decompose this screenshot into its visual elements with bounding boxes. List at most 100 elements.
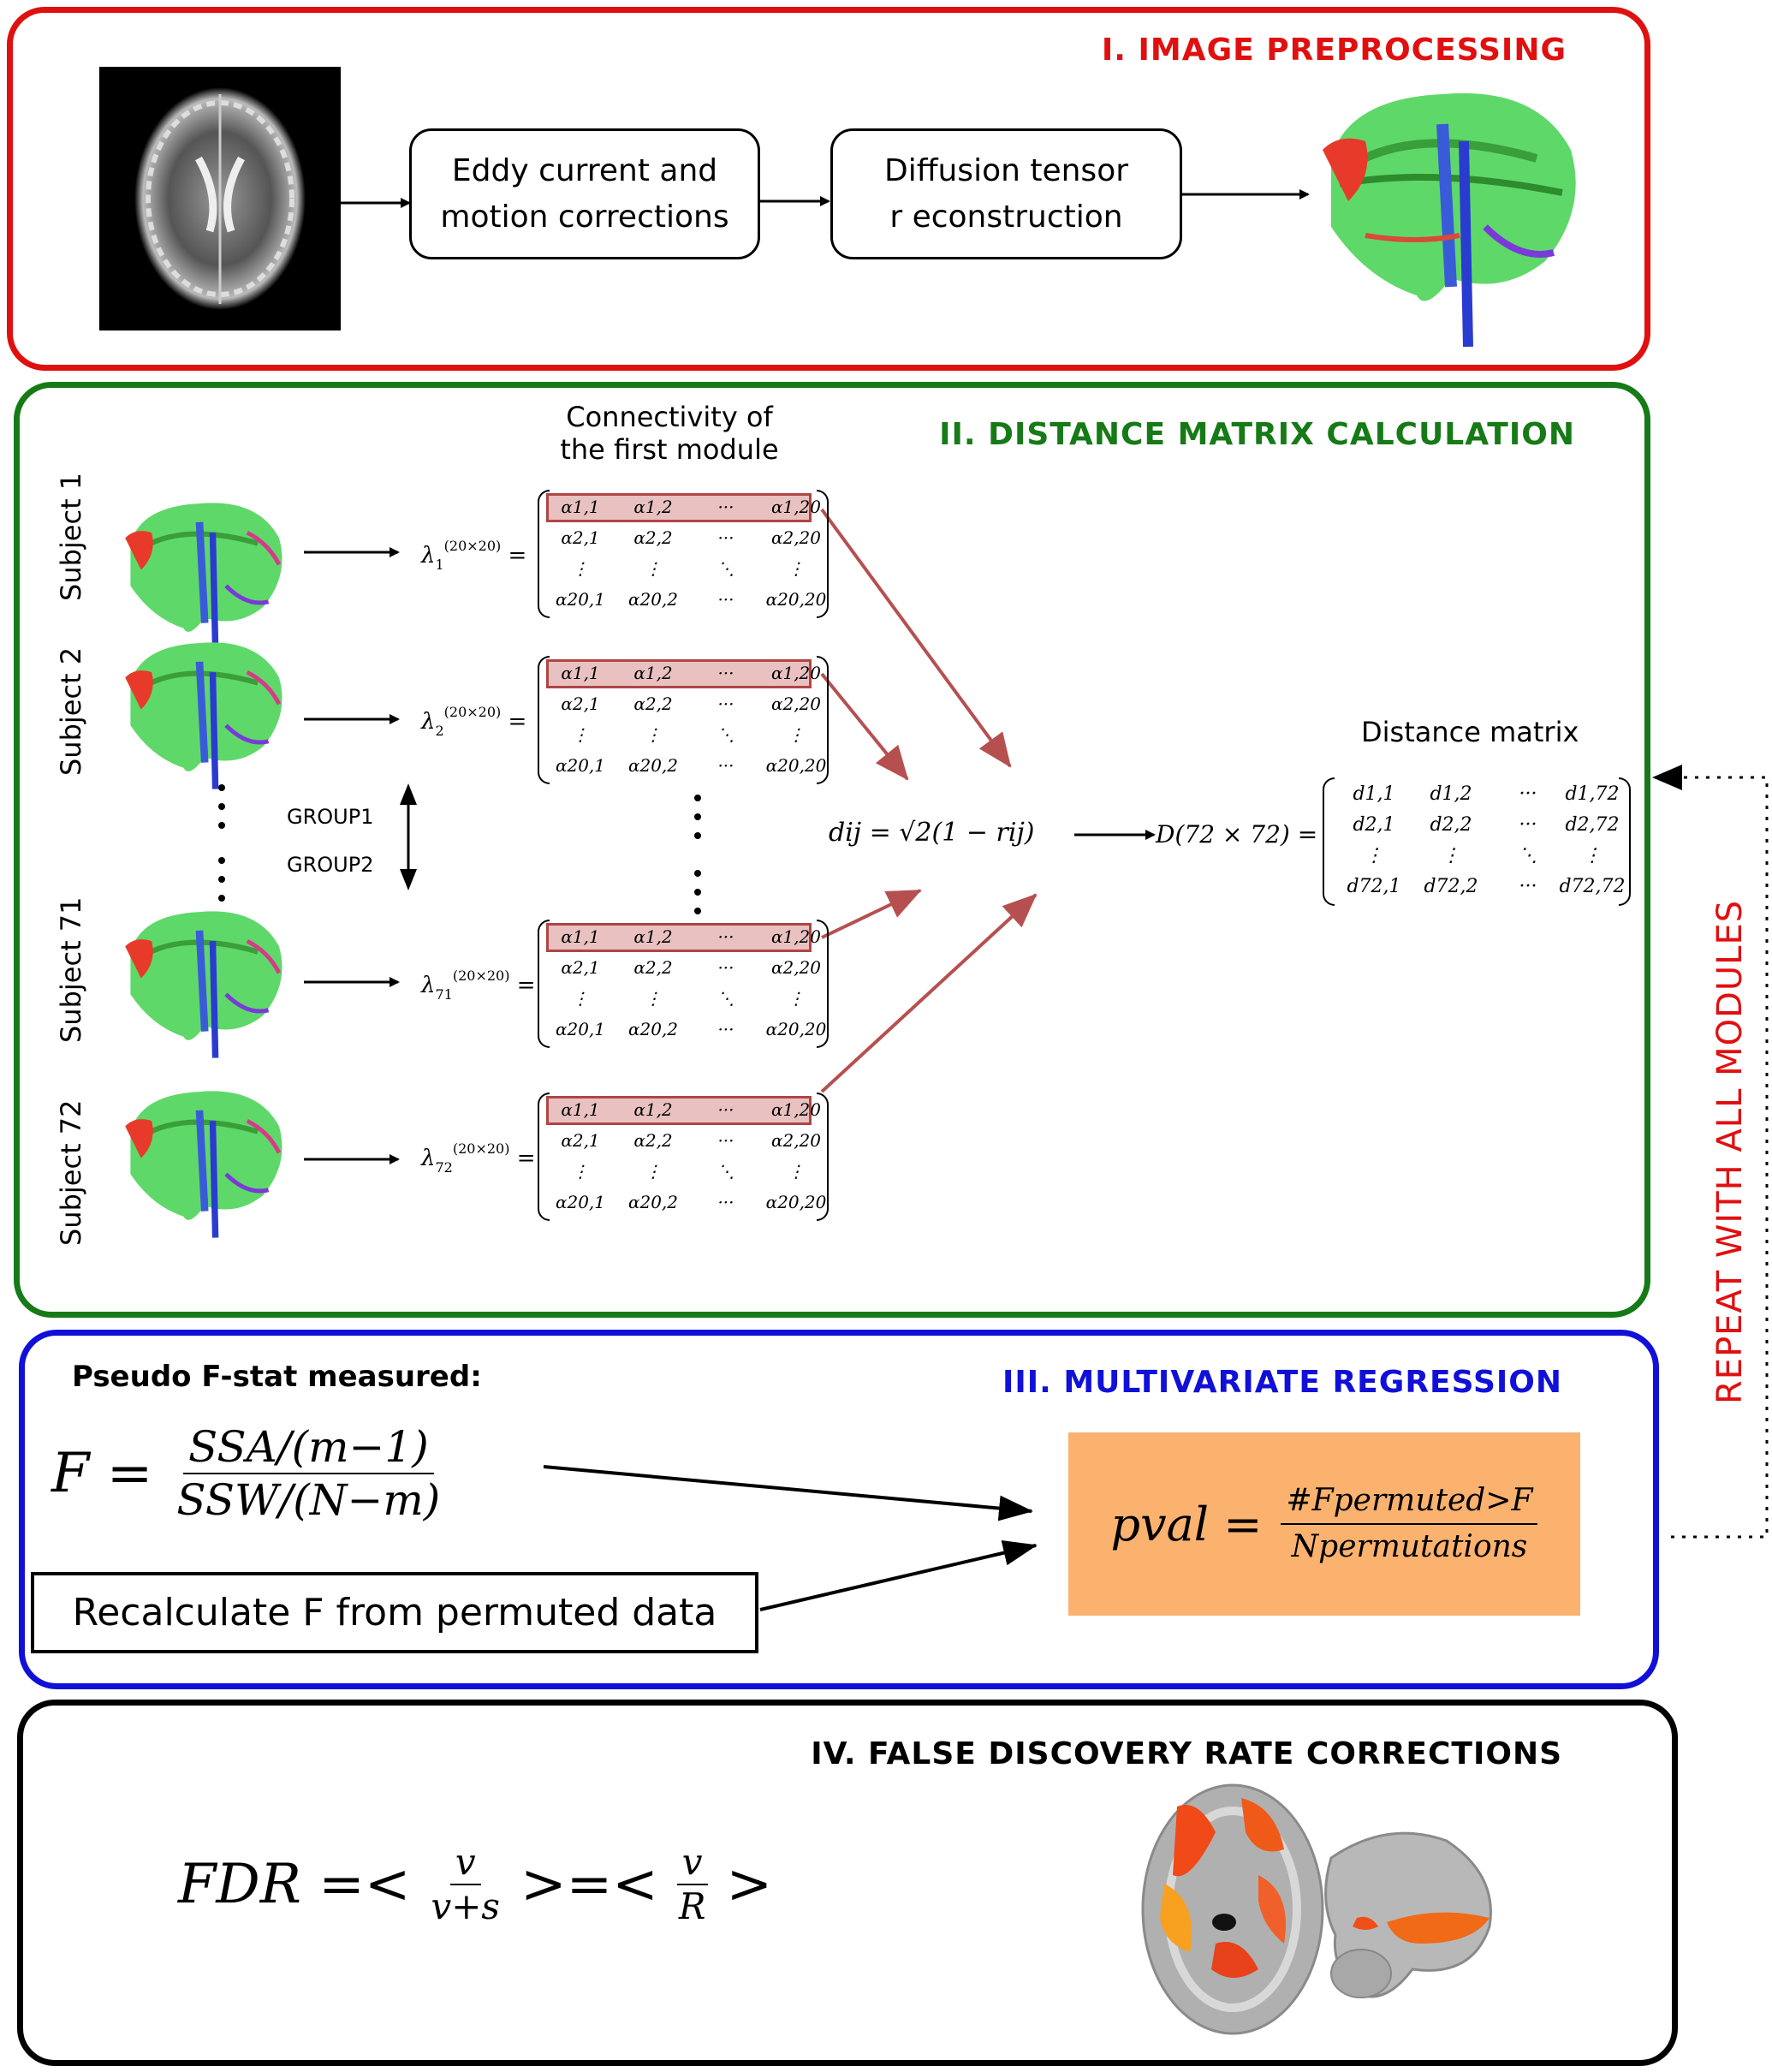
matrix-cell: α20,1 — [555, 1192, 606, 1212]
fdr-axial-brain — [1141, 1783, 1324, 2035]
subject-brain-images — [125, 503, 282, 1238]
matrix-cell: α2,20 — [770, 694, 822, 714]
matrix-cell: α20,20 — [765, 1019, 827, 1039]
matrix-cell: α20,2 — [627, 755, 679, 776]
section-fdr-corrections — [17, 1700, 1678, 2066]
section-image-preprocessing — [7, 7, 1650, 371]
distance-matrix-cell: d2,1 — [1353, 814, 1395, 836]
distance-matrix-cell: d72,72 — [1559, 876, 1626, 897]
tractography-brain-large — [1323, 92, 1576, 348]
matrix-cell: ⋮ — [572, 1161, 589, 1182]
matrix-cell: ⋮ — [572, 724, 589, 745]
mri-slice-image — [99, 67, 341, 330]
distance-matrix-cell: ⋱ — [1519, 845, 1537, 866]
lambda-subject72: λ72(20×20) = — [421, 1140, 536, 1176]
matrix-cell: α2,1 — [561, 694, 600, 714]
fdr-sagittal-brain — [1324, 1831, 1492, 1998]
matrix-cell: α1,20 — [770, 926, 822, 947]
first-row-highlight — [546, 659, 812, 688]
matrix-cell: ⋮ — [572, 558, 589, 579]
recalculate-f-box: Recalculate F from permuted data — [31, 1572, 758, 1653]
distance-matrix-cell: d72,2 — [1424, 876, 1478, 897]
matrix-cell: ⋱ — [717, 1161, 734, 1182]
matrix-cell: ⋮ — [788, 558, 805, 579]
matrix-cell: ⋮ — [572, 988, 589, 1009]
matrix-cell: α20,20 — [765, 755, 827, 776]
arrow-F-to-pval — [543, 1465, 1033, 1521]
fdr-formula: FDR =< v v+s >=< v R > — [178, 1841, 773, 1927]
matrix-cell: α20,2 — [627, 1019, 679, 1039]
eddy-box-line2: motion corrections — [440, 199, 729, 235]
matrix-cell: ⋱ — [717, 988, 734, 1009]
lambda-subject2: λ2(20×20) = — [421, 704, 527, 739]
matrix-cell: ··· — [717, 926, 734, 947]
matrix-cell: α1,1 — [561, 1099, 600, 1120]
distance-matrix-cell: d1,1 — [1353, 783, 1395, 805]
matrix-cell: α20,2 — [627, 589, 679, 610]
matrix-cell: α1,1 — [561, 926, 600, 947]
subject-1-label: Subject 1 — [55, 472, 87, 601]
repeat-loop-dotted — [1671, 776, 1769, 1539]
dij-formula: dij = √2(1 − rij) — [829, 818, 1035, 848]
distance-matrix-cell: ⋮ — [1365, 845, 1383, 866]
tensor-box-line2: r econstruction — [889, 199, 1123, 235]
matrix-cell: α20,1 — [555, 1019, 606, 1039]
connectivity-line2: the first module — [560, 433, 779, 466]
matrix-cell: ··· — [717, 1099, 734, 1120]
repeat-modules-label: REPEAT WITH ALL MODULES — [1710, 899, 1750, 1404]
matrix-cell: α1,1 — [561, 663, 600, 683]
red-arrow-s1 — [820, 508, 1012, 768]
matrix-cell: α1,1 — [561, 497, 600, 517]
matrix-cell: ··· — [717, 1019, 734, 1039]
arrow-recalc-to-pval — [759, 1540, 1038, 1611]
subject-brain-2 — [125, 642, 282, 789]
matrix-cell: ··· — [717, 957, 734, 978]
matrix-cell: α2,2 — [633, 957, 673, 978]
matrix-cell: α20,1 — [555, 755, 606, 776]
matrix-row: ⋮⋮⋱⋮ — [538, 719, 829, 750]
matrix-cell: α1,2 — [633, 497, 673, 517]
subject-72-label: Subject 72 — [55, 1099, 87, 1246]
matrix-cell: α2,1 — [561, 1130, 600, 1151]
connectivity-line1: Connectivity of — [566, 401, 773, 433]
matrix-cell: ⋮ — [645, 724, 662, 745]
pval-denominator: Npermutations — [1291, 1529, 1528, 1564]
distance-matrix-cell: ··· — [1519, 814, 1537, 836]
matrix-cell: ··· — [717, 663, 734, 683]
matrix-cell: α2,20 — [770, 527, 822, 548]
distance-matrix-cell: ⋮ — [1583, 845, 1602, 866]
section-title-regression: III. MULTIVARIATE REGRESSION — [1002, 1365, 1562, 1400]
group2-label: GROUP2 — [287, 853, 374, 877]
vertical-ellipsis-matrices — [694, 795, 701, 914]
section-title-distance: II. DISTANCE MATRIX CALCULATION — [939, 417, 1575, 452]
matrix-cell: α2,2 — [633, 527, 673, 548]
matrix-row: ⋮⋮⋱⋮ — [538, 553, 829, 584]
lambda-subject1: λ1(20×20) = — [421, 538, 527, 573]
matrix-row: ⋮⋮⋱⋮ — [538, 983, 829, 1014]
matrix-cell: ··· — [717, 1130, 734, 1151]
matrix-cell: α1,20 — [770, 1099, 822, 1120]
matrix-cell: α1,2 — [633, 663, 673, 683]
matrix-cell: α2,20 — [770, 957, 822, 978]
red-arrow-s71 — [821, 889, 922, 939]
matrix-cell: ⋮ — [788, 724, 805, 745]
red-arrow-s2 — [820, 672, 909, 781]
matrix-cell: ··· — [717, 755, 734, 776]
section-distance-matrix — [14, 382, 1650, 1318]
pval-numerator: #Fpermuted>F — [1281, 1479, 1538, 1525]
